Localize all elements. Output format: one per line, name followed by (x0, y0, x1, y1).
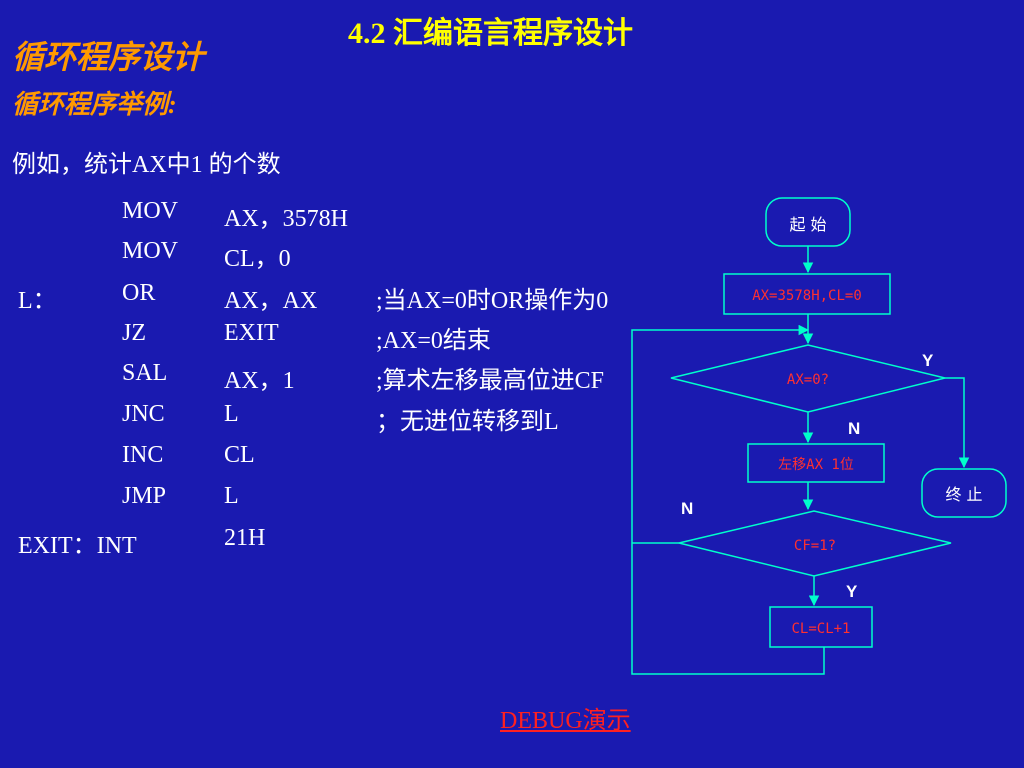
code-arg: AX，AX (224, 288, 318, 314)
code-op: OR (122, 280, 156, 306)
inc-label: CL=CL+1 (791, 621, 850, 637)
code-op: JMP (122, 483, 167, 509)
end-terminal (921, 468, 1007, 518)
inc-process (769, 606, 873, 648)
code-comment: ;当AX=0时OR操作为0 (376, 288, 609, 314)
init-process (723, 273, 891, 315)
code-arg: L (224, 483, 239, 509)
shift-label: 左移AX 1位 (778, 457, 854, 473)
code-arg: AX，1 (224, 368, 295, 394)
cond2-label: CF=1? (794, 538, 836, 554)
code-op: MOV (122, 238, 179, 264)
debug-demo-link[interactable]: DEBUG演示 (500, 708, 631, 734)
loop-back-arrow (631, 324, 825, 675)
shift-process (747, 443, 885, 483)
start-label: 起 始 (789, 215, 826, 234)
code-arg: CL (224, 442, 255, 468)
cond1-yes-label: Y (922, 351, 934, 370)
code-arg: CL，0 (224, 246, 291, 272)
code-op: JNC (122, 401, 165, 427)
subsection-heading: 循环程序举例: (12, 90, 177, 119)
code-label: EXIT：INT (18, 533, 137, 559)
cond2-decision (678, 510, 952, 577)
page-title: 4.2 汇编语言程序设计 (348, 17, 633, 50)
code-arg: 21H (224, 525, 266, 551)
code-arg: L (224, 401, 239, 427)
init-label: AX=3578H,CL=0 (752, 288, 862, 304)
code-arg: EXIT (224, 320, 279, 346)
code-comment: ;算术左移最高位进CF (376, 368, 605, 394)
cond2-yes-label: Y (846, 582, 858, 601)
code-op: INC (122, 442, 164, 468)
section-heading: 循环程序设计 (12, 39, 205, 75)
cond2-no-label: N (681, 499, 693, 518)
cond1-label: AX=0? (787, 372, 829, 388)
intro-text: 例如，统计AX中1 的个数 (12, 152, 281, 178)
code-op: MOV (122, 198, 179, 224)
code-comment: ；无进位转移到L (376, 409, 559, 435)
cond1-no-label: N (848, 419, 860, 438)
code-comment: ;AX=0结束 (376, 328, 491, 354)
code-label: L： (18, 288, 57, 314)
code-op: JZ (122, 320, 146, 346)
end-label: 终 止 (945, 485, 982, 504)
flow-arrow (945, 377, 970, 469)
code-op: SAL (122, 360, 168, 386)
code-arg: AX，3578H (224, 206, 348, 232)
